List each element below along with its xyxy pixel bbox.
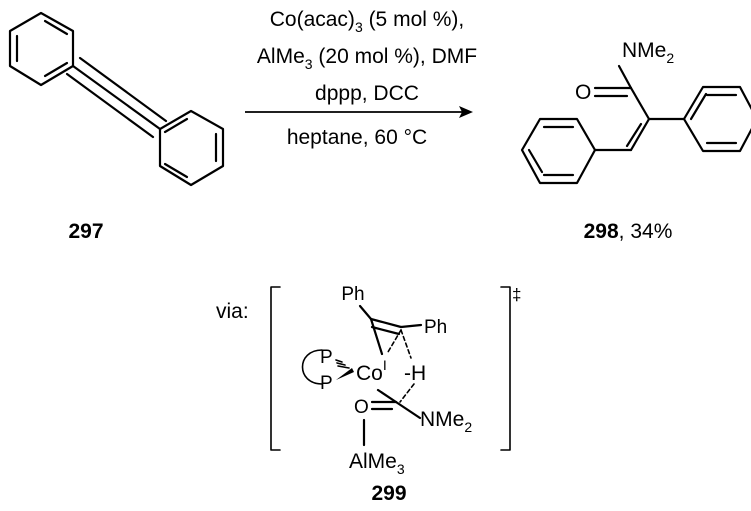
ts-left-bracket	[270, 286, 281, 451]
condition-solvent-temp: heptane, 60 °C	[287, 126, 427, 149]
ts-cobalt-label: CoI	[356, 357, 387, 385]
ts-hydride-label: -H	[404, 362, 426, 385]
ts-p-bottom-label: P	[320, 373, 333, 394]
ts-nme2-label: NMe2	[420, 408, 472, 435]
ts-ph-right-label: Ph	[424, 317, 447, 338]
condition-additive: AlMe3 (20 mol %), DMF	[257, 45, 477, 72]
acrylamide-298-structure	[520, 64, 751, 185]
ts-dagger: ‡	[512, 285, 521, 304]
diphenylacetylene-297-structure	[8, 11, 225, 187]
compound-299-label: 299	[371, 482, 406, 505]
ts-ph-top-label: Ph	[341, 284, 364, 305]
arrow-head	[459, 106, 473, 118]
ts-alme3-label: AlMe3	[349, 450, 405, 477]
ts-right-bracket	[500, 286, 511, 451]
compound-298-label: 298, 34%	[584, 220, 673, 243]
ts-p-top-label: P	[320, 347, 333, 368]
compound-297-label: 297	[68, 220, 103, 243]
product-carbonyl-o-label: O	[575, 81, 591, 104]
via-label: via:	[216, 300, 249, 323]
condition-catalyst: Co(acac)3 (5 mol %),	[270, 8, 465, 35]
ts-oxygen-label: O	[354, 397, 369, 418]
transition-state-299-structure	[301, 304, 423, 447]
product-nme2-label: NMe2	[622, 39, 674, 66]
condition-ligand: dppp, DCC	[315, 82, 419, 105]
